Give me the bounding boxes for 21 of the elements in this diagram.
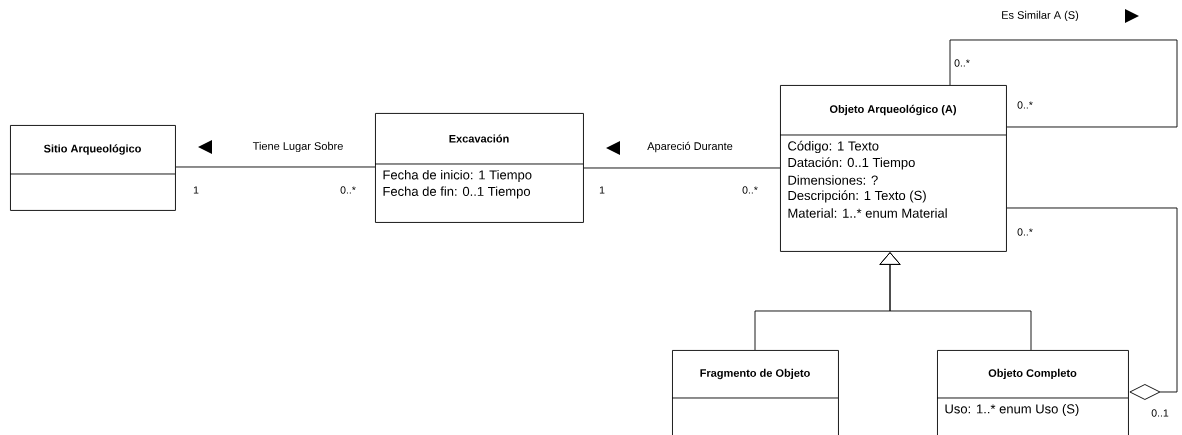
association-line — [175, 166, 376, 168]
edge-label: Es Similar A (S) — [1000, 9, 1080, 23]
multiplicity-label: 0..* — [340, 186, 356, 194]
multiplicity-label: 1 — [193, 186, 199, 194]
association-line — [949, 39, 1178, 128]
association-line — [1006, 207, 1178, 400]
multiplicity-label: 0..* — [954, 59, 970, 67]
association-line — [583, 167, 781, 169]
edge-label: Tiene Lugar Sobre — [251, 140, 345, 154]
multiplicity-label: 1 — [599, 186, 605, 194]
multiplicity-label: 0..* — [1017, 101, 1033, 109]
multiplicity-label: 0..* — [1017, 228, 1033, 236]
class-box: Sitio Arqueológico — [9, 125, 176, 211]
class-box: Excavación Fecha de inicio: 1 Tiempo Fecha de fin: 0..1 Tiempo — [374, 113, 584, 223]
class-box: Objeto Arqueológico (A) Código: 1 Texto Datación: 0..1 Tiempo Dimensiones: ? Descripción: 1 Texto (S) Material: 1..* enum Material — [779, 85, 1007, 252]
edge-label: Apareció Durante — [646, 140, 734, 154]
association-line — [879, 252, 1032, 351]
multiplicity-label: 0..* — [742, 186, 758, 194]
multiplicity-label: 0..1 — [1151, 409, 1169, 417]
class-box: Objeto Completo Uso: 1..* enum Uso (S) — [936, 350, 1129, 435]
class-box: Fragmento de Objeto — [671, 350, 839, 435]
